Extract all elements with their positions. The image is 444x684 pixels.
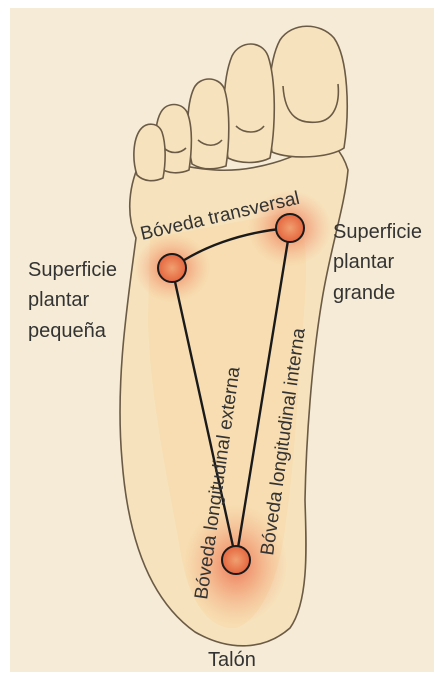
heel-label: Talón <box>208 649 256 671</box>
little-toe <box>134 124 165 180</box>
contact-point-large-plantar <box>276 214 304 242</box>
contact-point-small-plantar <box>158 254 186 282</box>
big-toe <box>269 26 347 157</box>
contact-point-heel <box>222 546 250 574</box>
second-toe <box>224 44 274 163</box>
third-toe <box>188 79 229 169</box>
